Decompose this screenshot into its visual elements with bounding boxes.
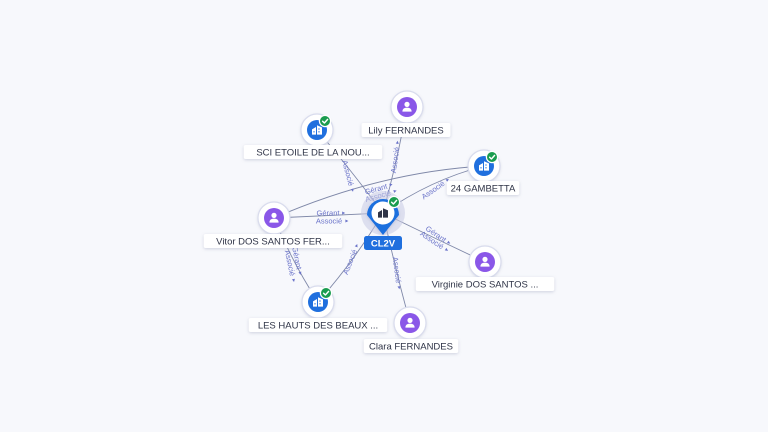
edge-vitor-gambetta (273, 165, 485, 219)
edge-label-associe: Associé (389, 140, 402, 174)
center-node[interactable] (361, 191, 405, 235)
edge-label-associe: Associé (391, 256, 403, 290)
svg-text:Associé: Associé (420, 179, 447, 201)
node-clara[interactable] (393, 306, 427, 340)
center-label: CL2V (364, 236, 402, 250)
svg-text:SCI ETOILE DE LA NOU...: SCI ETOILE DE LA NOU... (256, 147, 369, 158)
svg-text:Lily FERNANDES: Lily FERNANDES (368, 125, 444, 136)
edge-label-associe: Associé (341, 244, 359, 276)
check-icon (387, 195, 401, 209)
building-icon (378, 208, 388, 218)
svg-text:CL2V: CL2V (371, 239, 396, 250)
node-sci[interactable] (300, 113, 334, 147)
svg-text:Associé: Associé (316, 217, 342, 226)
node-lily[interactable] (390, 90, 424, 124)
node-label-lily: Lily FERNANDES (361, 123, 451, 137)
svg-text:LES HAUTS DES BEAUX ...: LES HAUTS DES BEAUX ... (258, 320, 378, 331)
svg-text:Associé: Associé (389, 146, 402, 173)
node-label-virginie: Virginie DOS SANTOS ... (415, 277, 555, 291)
svg-text:Associé: Associé (341, 248, 359, 276)
node-label-vitor: Vitor DOS SANTOS FER... (203, 234, 343, 248)
node-label-gambetta: 24 GAMBETTA (446, 181, 520, 195)
check-icon (318, 114, 332, 128)
node-hauts[interactable] (301, 285, 335, 319)
node-gambetta[interactable] (467, 149, 501, 183)
nodes-layer: SCI ETOILE DE LA NOU... Lily FERNANDES 24 … (203, 90, 555, 353)
node-vitor[interactable] (257, 201, 291, 235)
node-label-hauts: LES HAUTS DES BEAUX ... (248, 318, 388, 332)
node-label-sci: SCI ETOILE DE LA NOU... (243, 145, 383, 159)
svg-text:Associé: Associé (391, 256, 403, 283)
node-virginie[interactable] (468, 245, 502, 279)
node-label-clara: Clara FERNANDES (363, 339, 459, 353)
svg-text:Associé: Associé (340, 159, 355, 187)
edge-label-associe: Associé (316, 217, 349, 226)
svg-text:24 GAMBETTA: 24 GAMBETTA (451, 183, 516, 194)
svg-text:Clara FERNANDES: Clara FERNANDES (369, 341, 453, 352)
edge-label-gerant: Gérant (317, 209, 346, 218)
svg-text:Gérant: Gérant (317, 209, 341, 218)
check-icon (485, 150, 499, 164)
svg-text:Vitor DOS SANTOS FER...: Vitor DOS SANTOS FER... (216, 236, 330, 247)
check-icon (319, 286, 333, 300)
svg-text:Virginie DOS SANTOS ...: Virginie DOS SANTOS ... (432, 279, 539, 290)
